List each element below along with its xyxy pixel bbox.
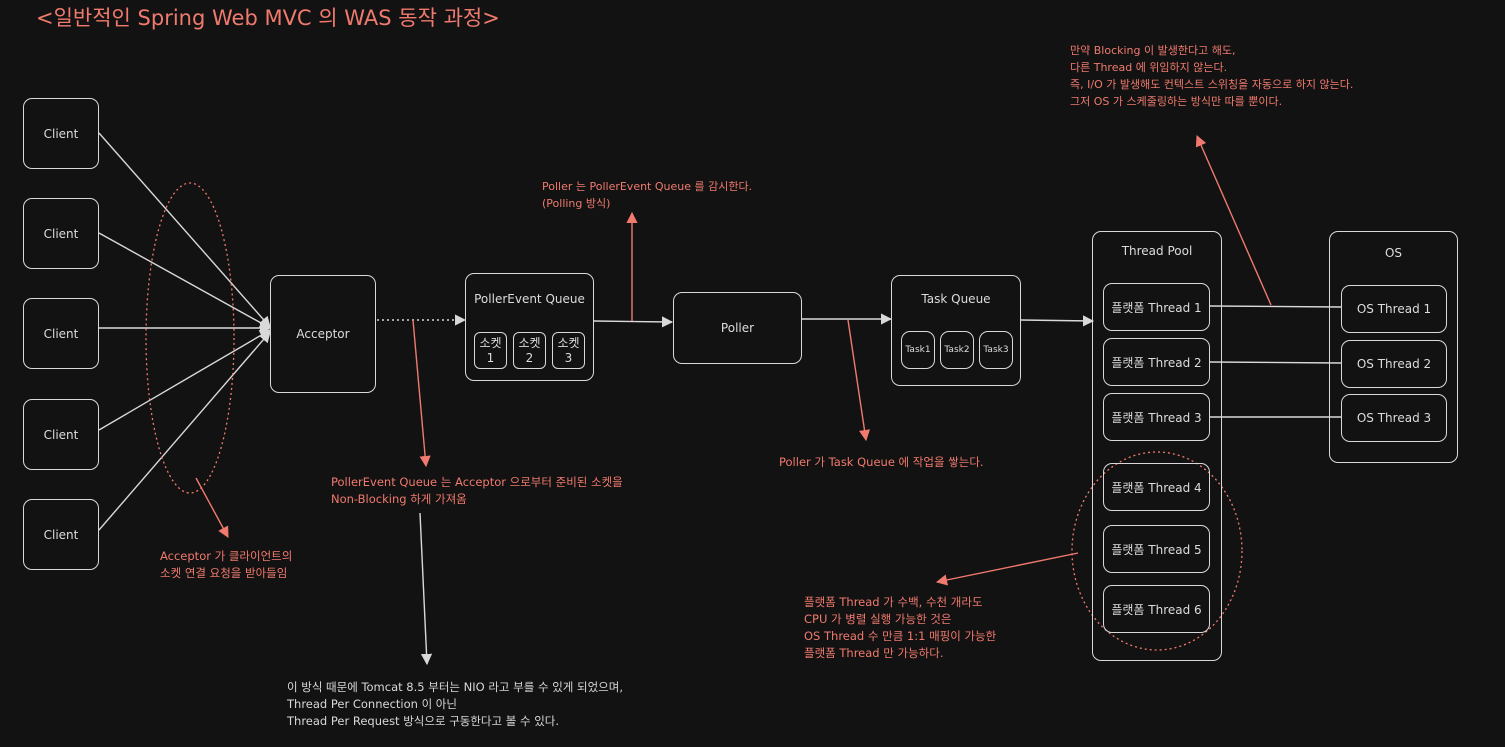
poller-watch-note: Poller 는 PollerEvent Queue 를 감시한다. (Poll… (542, 180, 753, 210)
platform-thread-4: 플랫폼 Thread 4 (1103, 463, 1210, 511)
nio-note-arrow (419, 512, 433, 666)
socket-2-number: 2 (525, 350, 534, 365)
socket-3-label: 소켓 (557, 335, 580, 350)
task-1: Task1 (901, 331, 935, 369)
platform-thread-6: 플랫폼 Thread 6 (1103, 585, 1210, 633)
task-queue-note: Poller 가 Task Queue 에 작업을 쌓는다. (779, 455, 984, 469)
socket-2: 소켓 2 (513, 332, 546, 369)
socket-2-label: 소켓 (518, 335, 541, 350)
task-3: Task3 (979, 331, 1013, 369)
os-label: OS (1384, 246, 1403, 260)
client-box: Client (23, 98, 99, 169)
platform-thread-1: 플랫폼 Thread 1 (1103, 283, 1210, 331)
os-thread-2: OS Thread 2 (1341, 340, 1447, 388)
threads-highlight-ellipse (1071, 451, 1243, 651)
platform-thread-note: 플랫폼 Thread 가 수백, 수천 개라도 CPU 가 병렬 실행 가능한 … (804, 595, 997, 660)
client-box: Client (23, 198, 99, 269)
task-queue-box: Task Queue (891, 275, 1021, 386)
thread-pool-label: Thread Pool (1121, 244, 1193, 258)
task-queue-label: Task Queue (921, 292, 991, 306)
socket-1-label: 소켓 (479, 335, 502, 350)
socket-1-number: 1 (486, 350, 495, 365)
platform-thread-5: 플랫폼 Thread 5 (1103, 525, 1210, 573)
blocking-note: 만약 Blocking 이 발생한다고 해도, 다른 Thread 에 위임하지… (1070, 44, 1354, 108)
queue-to-poller-arrow (593, 316, 674, 328)
acceptor-highlight-ellipse (145, 182, 235, 494)
os-thread-3: OS Thread 3 (1341, 394, 1447, 442)
poller-event-queue-note: PollerEvent Queue 는 Acceptor 으로부터 준비된 소켓… (331, 475, 623, 506)
page-title: <일반적인 Spring Web MVC 의 WAS 동작 과정> (36, 6, 500, 30)
annotation-arrows (195, 134, 1272, 586)
thread-mapping-lines (1209, 305, 1342, 418)
os-thread-1: OS Thread 1 (1341, 285, 1447, 333)
client-box: Client (23, 499, 99, 570)
task-2: Task2 (940, 331, 974, 369)
poller-event-queue-box: PollerEvent Queue (465, 273, 594, 381)
client-box: Client (23, 298, 99, 369)
socket-3: 소켓 3 (552, 332, 585, 369)
acceptor-note: Acceptor 가 클라이언트의 소켓 연결 요청을 받아들임 (160, 549, 293, 580)
client-to-acceptor-arrows (98, 132, 272, 531)
platform-thread-3: 플랫폼 Thread 3 (1103, 393, 1210, 441)
poller-box: Poller (673, 292, 802, 364)
thread-pool-box: Thread Pool (1092, 231, 1222, 661)
os-box: OS (1329, 231, 1458, 463)
client-box: Client (23, 399, 99, 470)
platform-thread-2: 플랫폼 Thread 2 (1103, 338, 1210, 386)
socket-1: 소켓 1 (474, 332, 507, 369)
acceptor-box: Acceptor (270, 275, 376, 393)
nio-note: 이 방식 때문에 Tomcat 8.5 부터는 NIO 라고 부를 수 있게 되… (287, 680, 623, 728)
taskqueue-to-threadpool-arrow (1020, 315, 1095, 327)
poller-event-queue-label: PollerEvent Queue (474, 292, 585, 306)
socket-3-number: 3 (564, 350, 573, 365)
